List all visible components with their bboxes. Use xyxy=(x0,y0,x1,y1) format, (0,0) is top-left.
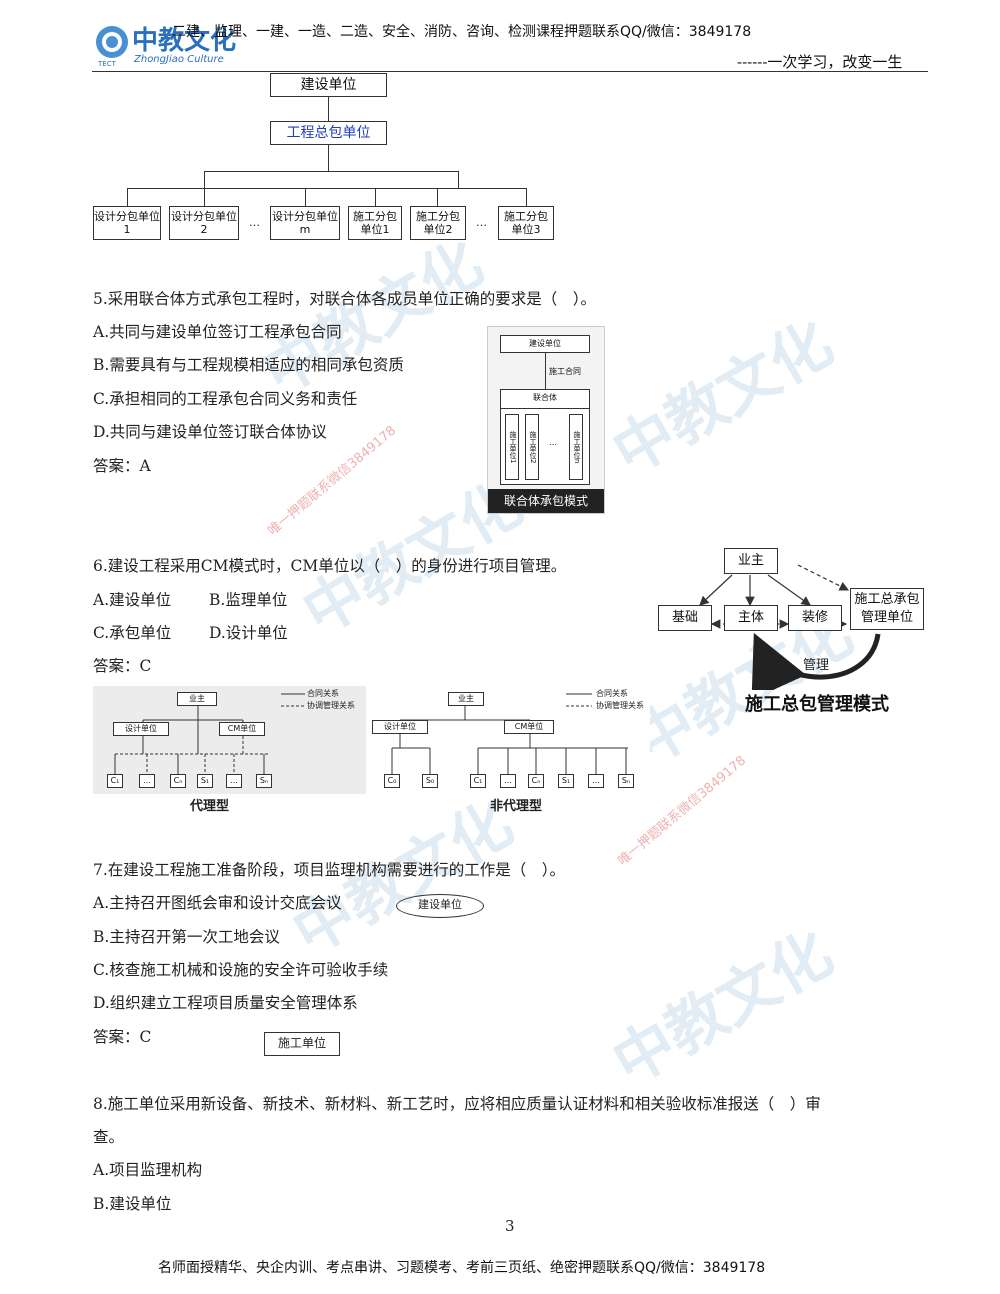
nonagency-legend-contract: 合同关系 xyxy=(596,689,628,698)
agency-caption: 代理型 xyxy=(190,799,230,814)
nonagency-designer: 设计单位 xyxy=(372,720,428,734)
node-construction-sub-3: 施工分包单位3 xyxy=(498,206,554,240)
logo-english: ZhongJiao Culture xyxy=(134,54,224,65)
question-5-option-b: B.需要具有与工程规模相适应的相同承包资质 xyxy=(93,356,404,374)
jv-unit-n: 施工单位n xyxy=(569,414,583,480)
question-5-option-a: A.共同与建设单位签订工程承包合同 xyxy=(93,323,342,341)
agency-sub: Sₙ xyxy=(256,774,272,788)
node-design-sub-m: 设计分包单位m xyxy=(270,206,340,240)
agency-sub: … xyxy=(226,774,242,788)
nonagency-sub: S₁ xyxy=(558,774,574,788)
question-6-option-d: D.设计单位 xyxy=(209,624,288,642)
agency-designer: 设计单位 xyxy=(113,722,169,736)
nonagency-cm: CM单位 xyxy=(504,720,554,734)
question-7-note-flag: 施工单位 xyxy=(264,1032,340,1056)
cm-agency-diagram: 业主 设计单位 CM单位 合同关系 协调管理关系 C₁ … Cₙ S₁ … Sₙ xyxy=(93,686,366,794)
jv-unit-ellipsis: … xyxy=(549,438,557,447)
agency-cm: CM单位 xyxy=(219,722,265,736)
question-7-option-d: D.组织建立工程项目质量安全管理体系 xyxy=(93,994,358,1012)
watermark-logo: 中教文化 xyxy=(251,227,495,409)
question-7-answer: 答案：C xyxy=(93,1028,152,1046)
question-7-stem: 7.在建设工程施工准备阶段，项目监理机构需要进行的工作是（ ）。 xyxy=(93,861,566,879)
cm-manager: 施工总承包管理单位 xyxy=(850,588,924,630)
cm-caption: 施工总包管理模式 xyxy=(745,694,889,715)
node-construction-sub-1: 施工分包单位1 xyxy=(348,206,402,240)
question-5-answer: 答案：A xyxy=(93,457,151,475)
question-8-option-b: B.建设单位 xyxy=(93,1195,172,1213)
jv-joint-label: 联合体 xyxy=(501,390,589,409)
node-owner: 建设单位 xyxy=(270,73,387,97)
question-6-stem: 6.建设工程采用CM模式时，CM单位以（ ）的身份进行项目管理。 xyxy=(93,557,567,575)
cm-part-finishing: 装修 xyxy=(788,605,842,631)
cm-manage-label: 管理 xyxy=(803,658,830,673)
jv-contract-label: 施工合同 xyxy=(549,367,581,376)
question-6-option-b: B.监理单位 xyxy=(209,591,288,609)
jv-unit-2: 施工单位2 xyxy=(525,414,539,480)
agency-owner: 业主 xyxy=(177,692,217,706)
header-contact: 二建、监理、一建、一造、二造、安全、消防、咨询、检测课程押题联系QQ/微信：38… xyxy=(172,24,752,40)
logo-name: 中教文化 xyxy=(132,26,237,56)
watermark-logo: 中教文化 xyxy=(601,307,845,489)
agency-legend-contract: 合同关系 xyxy=(307,689,339,698)
question-5-option-d: D.共同与建设单位签订联合体协议 xyxy=(93,423,327,441)
jv-unit-1: 施工单位1 xyxy=(505,414,519,480)
question-7-option-b: B.主持召开第一次工地会议 xyxy=(93,928,280,946)
ellipsis: … xyxy=(476,216,487,229)
jv-joint-venture: 联合体 施工单位1 施工单位2 … 施工单位n xyxy=(500,389,590,485)
jv-caption: 联合体承包模式 xyxy=(488,489,604,513)
logo-globe-icon xyxy=(96,26,128,58)
nonagency-sub: C₁ xyxy=(470,774,486,788)
logo-abbr: TECT xyxy=(98,60,116,68)
header-slogan: ------一次学习，改变一生 xyxy=(737,53,903,71)
joint-venture-diagram: 建设单位 施工合同 联合体 施工单位1 施工单位2 … 施工单位n 联合体承包模… xyxy=(487,326,605,514)
page-number: 3 xyxy=(505,1217,515,1235)
agency-lines xyxy=(114,693,305,774)
cm-owner: 业主 xyxy=(724,548,778,574)
nonagency-sub: … xyxy=(588,774,604,788)
cm-nonagency-diagram: 业主 设计单位 CM单位 合同关系 协调管理关系 C₀ S₀ C₁ … Cₙ S… xyxy=(370,686,650,794)
nonagency-sub: … xyxy=(500,774,516,788)
question-7-option-c: C.核查施工机械和设施的安全许可验收手续 xyxy=(93,961,389,979)
question-8-stem: 8.施工单位采用新设备、新技术、新材料、新工艺时，应将相应质量认证材料和相关验收… xyxy=(93,1095,821,1113)
agency-sub: C₁ xyxy=(107,774,123,788)
node-design-sub-1: 设计分包单位1 xyxy=(93,206,161,240)
question-7-option-a: A.主持召开图纸会审和设计交底会议 xyxy=(93,894,342,912)
question-8-option-a: A.项目监理机构 xyxy=(93,1161,203,1179)
question-5-stem: 5.采用联合体方式承包工程时，对联合体各成员单位正确的要求是（ ）。 xyxy=(93,290,597,308)
node-general-contractor: 工程总包单位 xyxy=(270,121,387,145)
question-8-stem-cont: 查。 xyxy=(93,1128,125,1146)
nonagency-sub: C₀ xyxy=(384,774,400,788)
agency-legend-coord: 协调管理关系 xyxy=(307,701,355,710)
nonagency-caption: 非代理型 xyxy=(490,799,543,814)
node-construction-sub-2: 施工分包单位2 xyxy=(410,206,466,240)
nonagency-sub: Cₙ xyxy=(528,774,544,788)
nonagency-legend-coord: 协调管理关系 xyxy=(596,701,644,710)
nonagency-sub: Sₙ xyxy=(618,774,634,788)
question-6-answer: 答案：C xyxy=(93,657,152,675)
question-5-option-c: C.承担相同的工程承包合同义务和责任 xyxy=(93,390,358,408)
watermark-logo: 中教文化 xyxy=(601,917,845,1099)
cm-part-structure: 主体 xyxy=(724,605,778,631)
question-7-note-oval: 建设单位 xyxy=(396,894,484,918)
question-6-option-a: A.建设单位 xyxy=(93,591,172,609)
header-rule xyxy=(92,71,928,72)
node-design-sub-2: 设计分包单位2 xyxy=(169,206,239,240)
agency-sub: Cₙ xyxy=(170,774,186,788)
ellipsis: … xyxy=(249,216,260,229)
cm-part-foundation: 基础 xyxy=(658,605,712,631)
logo: 中教文化 ZhongJiao Culture TECT xyxy=(92,18,242,70)
question-6-option-c: C.承包单位 xyxy=(93,624,172,642)
nonagency-owner: 业主 xyxy=(448,692,484,706)
agency-sub: … xyxy=(139,774,155,788)
footer-contact: 名师面授精华、央企内训、考点串讲、习题模考、考前三页纸、绝密押题联系QQ/微信：… xyxy=(158,1260,766,1276)
jv-owner: 建设单位 xyxy=(500,335,590,353)
agency-sub: S₁ xyxy=(197,774,213,788)
nonagency-sub: S₀ xyxy=(422,774,438,788)
